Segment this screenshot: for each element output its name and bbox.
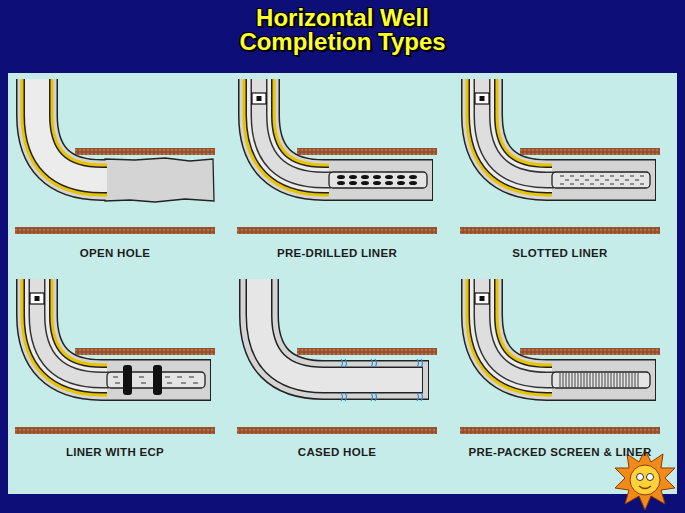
pre-drilled-liner-well xyxy=(237,79,437,234)
completion-caption: LINER WITH ECP xyxy=(66,446,164,458)
cased-hole-well xyxy=(237,279,437,434)
completion-caption: SLOTTED LINER xyxy=(512,247,607,259)
watermark-sun xyxy=(615,450,675,510)
open-hole-well xyxy=(15,79,215,234)
completion-caption: PRE-DRILLED LINER xyxy=(277,247,397,259)
liner-with-ecp-well xyxy=(15,279,215,434)
completion-caption: CASED HOLE xyxy=(298,446,376,458)
completion-caption: PRE-PACKED SCREEN & LINER xyxy=(469,446,652,458)
diagram-title: Horizontal Well Completion Types xyxy=(218,6,468,54)
pre-packed-screen-well xyxy=(460,279,660,434)
panel xyxy=(8,73,677,494)
title-block: Horizontal Well Completion Types xyxy=(0,6,685,54)
completion-caption: OPEN HOLE xyxy=(80,247,150,259)
slotted-liner-well xyxy=(460,79,660,234)
